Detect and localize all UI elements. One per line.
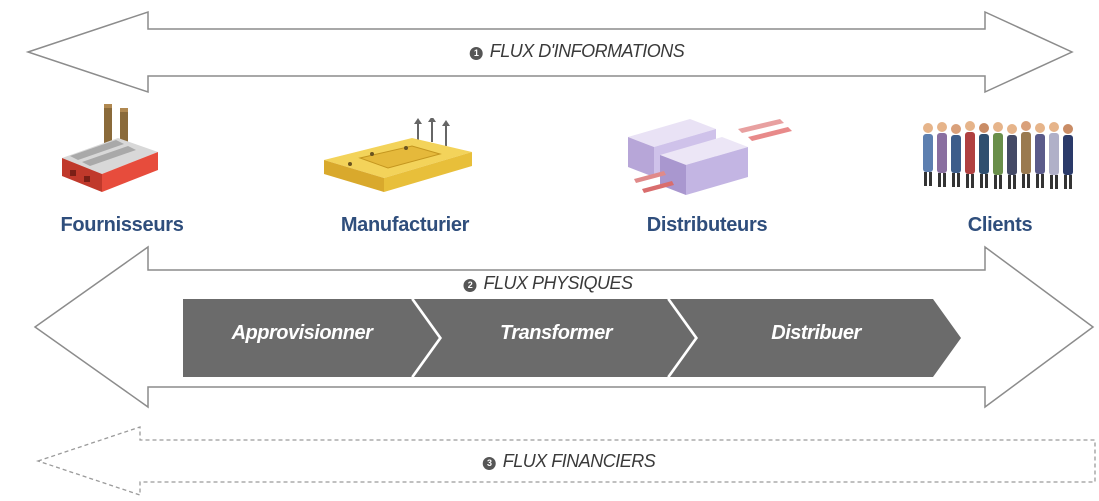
information-flow-label: 1 FLUX D'INFORMATIONS (469, 41, 685, 62)
distribution-warehouse-icon (628, 119, 792, 195)
step-chevron-transformer (414, 299, 696, 377)
actor-manufacturier-label: Manufacturier (340, 214, 470, 236)
actor-fournisseurs-label: Fournisseurs (60, 214, 184, 236)
information-flow-text: FLUX D'INFORMATIONS (489, 41, 685, 61)
customers-group-icon (923, 121, 1073, 189)
physical-flow-text: FLUX PHYSIQUES (483, 273, 633, 293)
step-transformer-label: Transformer (500, 322, 612, 344)
financial-flow-text: FLUX FINANCIERS (502, 451, 656, 471)
physical-flow-number: 2 (463, 279, 477, 292)
manufacturing-plant-icon (324, 118, 472, 192)
information-flow-arrow (25, 10, 1074, 94)
step-approvisionner-label: Approvisionner (231, 322, 373, 344)
financial-flow-number: 3 (482, 457, 496, 470)
step-distribuer-label: Distribuer (771, 322, 861, 344)
factory-icon (62, 104, 158, 192)
physical-flow-label: 2 FLUX PHYSIQUES (463, 273, 633, 294)
step-chevron-distribuer (670, 299, 961, 377)
financial-flow-label: 3 FLUX FINANCIERS (482, 451, 656, 472)
financial-flow-arrow (35, 426, 1096, 496)
actor-clients-label: Clients (967, 214, 1033, 236)
step-chevron-approvisionner (183, 299, 440, 377)
information-flow-number: 1 (469, 47, 483, 60)
actor-distributeurs-label: Distributeurs (646, 214, 768, 236)
